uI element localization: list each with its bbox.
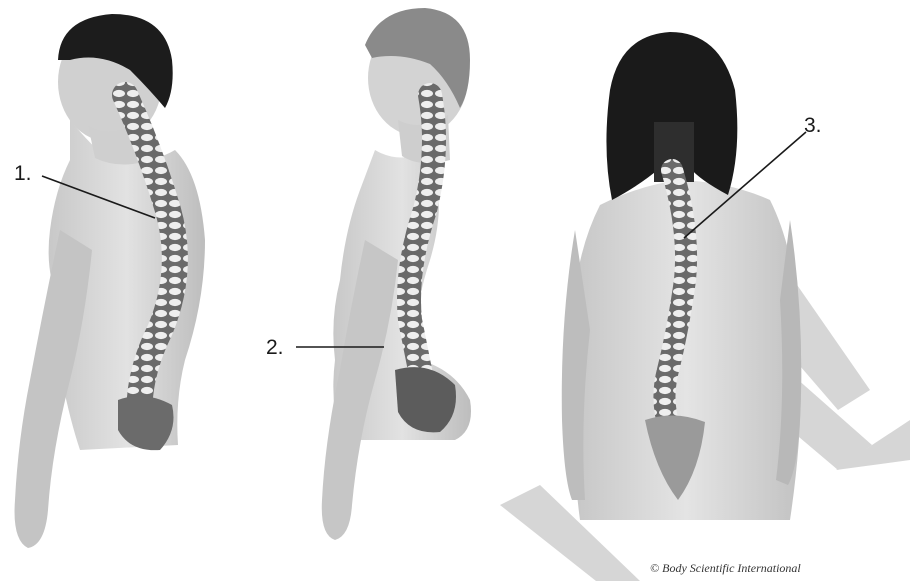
figure-3-scoliosis (562, 32, 801, 520)
label-3: 3. (804, 115, 822, 136)
figure-1-kyphosis (15, 14, 205, 548)
label-2: 2. (266, 337, 284, 358)
copyright-credit: © Body Scientific International (650, 561, 801, 576)
figure-2-lordosis (322, 8, 471, 540)
label-1: 1. (14, 163, 32, 184)
